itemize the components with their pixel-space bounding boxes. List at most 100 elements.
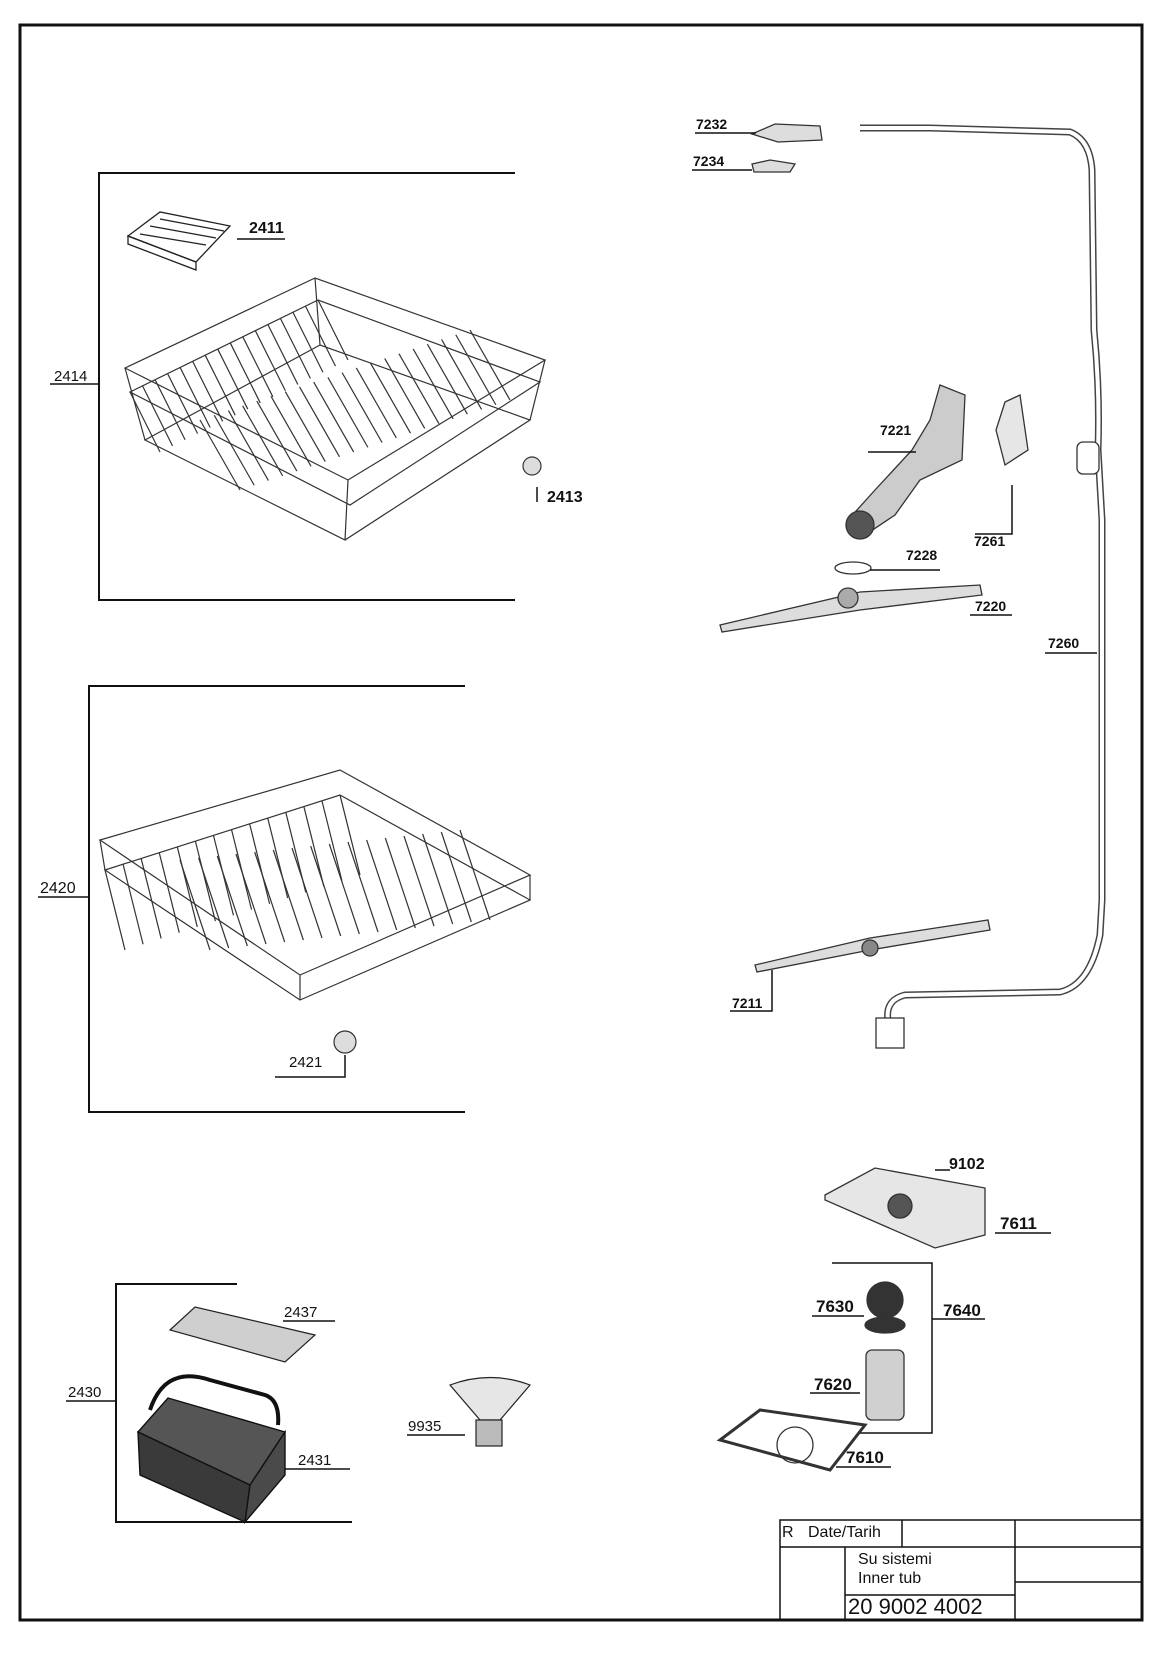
label-7630: 7630 bbox=[816, 1297, 854, 1316]
label-2414: 2414 bbox=[54, 368, 87, 385]
basket-wire bbox=[441, 339, 483, 410]
basket-wire bbox=[422, 833, 454, 925]
document-number: 20 9002 4002 bbox=[848, 1594, 983, 1619]
label-7620: 7620 bbox=[814, 1375, 852, 1394]
basket-wire bbox=[279, 318, 311, 379]
description-turkish: Su sistemi bbox=[858, 1551, 932, 1568]
basket-wire bbox=[179, 367, 211, 428]
basket-wire bbox=[242, 336, 274, 398]
basket-wire bbox=[176, 846, 198, 928]
label-7232: 7232 bbox=[696, 116, 727, 132]
basket-wire bbox=[384, 358, 426, 429]
label-7211: 7211 bbox=[732, 995, 763, 1011]
revision-label: R bbox=[782, 1524, 794, 1541]
spray-system-group bbox=[692, 123, 1106, 1472]
basket-wire bbox=[347, 841, 379, 933]
basket-wire bbox=[291, 847, 323, 939]
basket-wire bbox=[403, 835, 435, 927]
basket-wire bbox=[426, 343, 468, 415]
description-english: Inner tub bbox=[858, 1570, 922, 1587]
label-2420: 2420 bbox=[40, 880, 76, 897]
basket-wire bbox=[154, 379, 186, 441]
basket-wire bbox=[217, 348, 249, 410]
basket-wire bbox=[267, 817, 289, 899]
label-2437: 2437 bbox=[284, 1304, 317, 1321]
basket-wire bbox=[198, 857, 230, 949]
drawing-frame bbox=[18, 23, 1144, 1622]
label-7234: 7234 bbox=[693, 153, 724, 169]
basket-wire bbox=[158, 852, 180, 933]
basket-wire bbox=[242, 405, 284, 477]
basket-wire bbox=[141, 385, 174, 447]
basket-wire bbox=[384, 837, 416, 929]
basket-wire bbox=[140, 858, 162, 939]
lower-basket-part bbox=[98, 769, 532, 1054]
label-9102: 9102 bbox=[949, 1156, 985, 1173]
date-label: Date/Tarih bbox=[808, 1524, 881, 1541]
title-block: R Date/Tarih Su sistemi Inner tub 20 900… bbox=[778, 1510, 1142, 1620]
basket-wire bbox=[455, 334, 497, 406]
basket-wire bbox=[313, 381, 355, 453]
basket-wire bbox=[270, 396, 312, 467]
basket-wire bbox=[267, 324, 299, 385]
basket-wire bbox=[355, 367, 397, 439]
label-7221: 7221 bbox=[880, 422, 911, 438]
cutlery-basket-group bbox=[66, 1283, 532, 1525]
cutlery-basket-part bbox=[136, 1374, 350, 1525]
basket-wire bbox=[292, 311, 324, 373]
basket-wire bbox=[298, 386, 340, 458]
basket-wire bbox=[256, 400, 298, 472]
label-7220: 7220 bbox=[975, 598, 1006, 614]
label-9935: 9935 bbox=[408, 1418, 441, 1435]
label-2413: 2413 bbox=[547, 489, 583, 506]
basket-wire bbox=[199, 419, 241, 491]
basket-wire bbox=[321, 800, 343, 881]
basket-wire bbox=[317, 299, 349, 361]
basket-wire bbox=[249, 823, 271, 904]
basket-wire bbox=[179, 859, 211, 951]
title-block-grid bbox=[779, 1519, 1143, 1621]
label-2430: 2430 bbox=[68, 1384, 101, 1401]
upper-basket-part bbox=[123, 277, 547, 541]
basket-wire bbox=[370, 362, 412, 434]
basket-wire bbox=[303, 806, 325, 887]
basket-wire bbox=[339, 794, 361, 876]
label-7261: 7261 bbox=[974, 533, 1005, 549]
label-7228: 7228 bbox=[906, 547, 937, 563]
basket-wire bbox=[122, 864, 144, 945]
funnel-part bbox=[407, 1376, 532, 1447]
basket-wire bbox=[327, 377, 369, 448]
basket-wire bbox=[272, 849, 304, 941]
basket-wire bbox=[398, 353, 440, 424]
basket-wire bbox=[366, 839, 398, 931]
basket-wire bbox=[254, 851, 286, 943]
basket-wire bbox=[328, 843, 360, 935]
label-2421: 2421 bbox=[289, 1054, 322, 1071]
label-2431: 2431 bbox=[298, 1452, 331, 1469]
basket-wire bbox=[129, 391, 161, 453]
basket-wire bbox=[284, 391, 326, 462]
basket-wire bbox=[194, 841, 216, 922]
basket-wire bbox=[254, 330, 286, 391]
label-7640: 7640 bbox=[943, 1301, 981, 1320]
label-7611: 7611 bbox=[1000, 1214, 1037, 1233]
basket-wire bbox=[167, 373, 199, 434]
label-7610: 7610 bbox=[846, 1448, 884, 1467]
cutlery-lid-part bbox=[168, 1306, 335, 1363]
basket-wire bbox=[229, 342, 261, 404]
basket-wire bbox=[227, 410, 269, 481]
label-2411: 2411 bbox=[249, 220, 284, 237]
basket-wire bbox=[304, 305, 337, 367]
basket-wire bbox=[412, 348, 454, 420]
basket-wire bbox=[192, 361, 224, 422]
cup-shelf-part bbox=[126, 211, 285, 271]
upper-basket-group bbox=[50, 172, 547, 601]
basket-wire bbox=[235, 853, 267, 945]
basket-wire bbox=[104, 869, 126, 951]
label-7260: 7260 bbox=[1048, 635, 1079, 651]
basket-wire bbox=[341, 372, 383, 443]
basket-wire bbox=[469, 329, 511, 401]
basket-wire bbox=[459, 829, 491, 921]
basket-wire bbox=[440, 831, 472, 923]
